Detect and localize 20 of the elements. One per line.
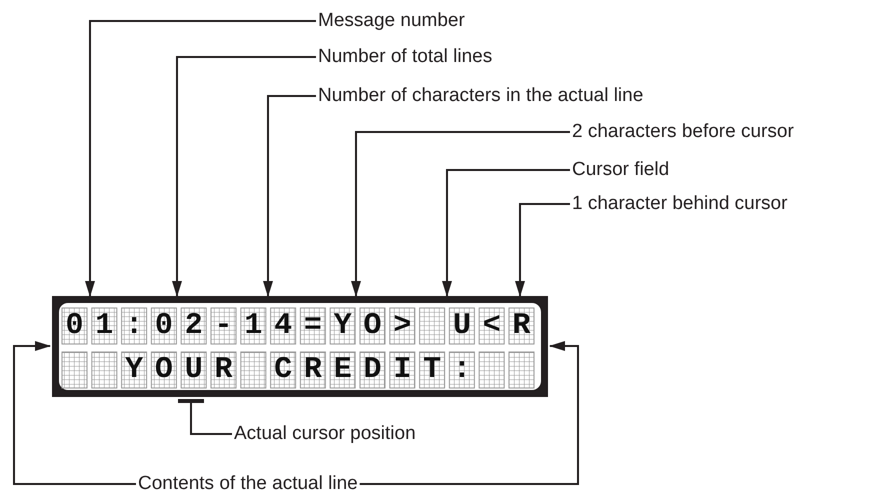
arrow — [351, 131, 570, 297]
arrow — [85, 20, 316, 297]
lcd-row-text: 01:02-14=YO> U<R — [64, 308, 542, 344]
leader-line — [176, 399, 232, 435]
callout-label: Message number — [318, 9, 465, 33]
callout-label: Number of characters in the actual line — [318, 84, 644, 108]
lcd-display — [52, 296, 548, 397]
arrow — [515, 203, 570, 297]
arrow — [442, 169, 570, 297]
callout-label: Actual cursor position — [234, 422, 416, 446]
arrow — [263, 95, 316, 297]
callout-label: Cursor field — [572, 158, 670, 182]
callout-label: 1 character behind cursor — [572, 192, 788, 216]
arrow — [13, 341, 136, 485]
arrow — [360, 341, 579, 485]
arrow — [172, 56, 316, 297]
callout-label: 2 characters before cursor — [572, 120, 794, 144]
lcd-row-text: YOUR CREDIT: — [124, 352, 483, 388]
callout-label: Contents of the actual line — [138, 472, 358, 496]
callout-label: Number of total lines — [318, 45, 492, 69]
